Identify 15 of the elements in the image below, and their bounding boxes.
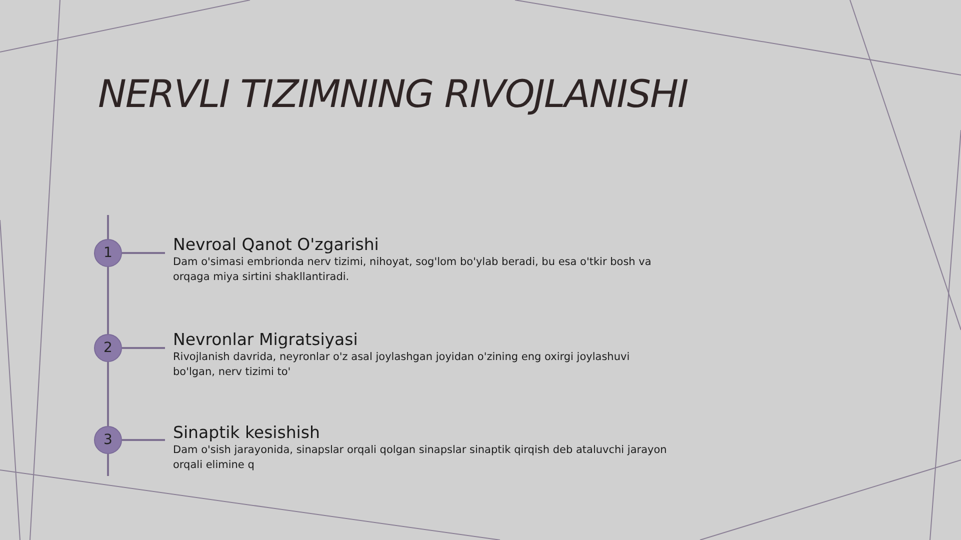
step-heading: Nevroal Qanot O'zgarishi: [173, 235, 380, 255]
step-description: Rivojlanish davrida, neyronlar o'z asal joylashgan joyidan o'zining eng oxirgi joylashuvi bo'lgan, nerv tizimi to': [173, 350, 631, 380]
step-heading: Sinaptik kesishish: [173, 423, 321, 443]
step-number: 3: [94, 426, 122, 454]
step-heading: Nevronlar Migratsiyasi: [173, 330, 359, 350]
connector-line: [107, 362, 109, 426]
connector-line: [107, 267, 109, 334]
step-description: Dam o'simasi embrionda nerv tizimi, nihoyat, sog'lom bo'ylab beradi, bu esa o'tkir bosh va orqaga miya sirtini shakllantiradi.: [173, 255, 652, 285]
connector-line: [122, 252, 165, 254]
step-number: 1: [94, 239, 122, 267]
step-description: Dam o'sish jarayonida, sinapslar orqali qolgan sinapslar sinaptik qirqish deb ataluvchi jarayon orqali elimine q: [173, 443, 668, 473]
step-number: 2: [94, 334, 122, 362]
title: NERVLI TIZIMNING RIVOJLANISHI: [98, 72, 688, 116]
connector-line: [122, 347, 165, 349]
connector-line: [122, 439, 165, 441]
